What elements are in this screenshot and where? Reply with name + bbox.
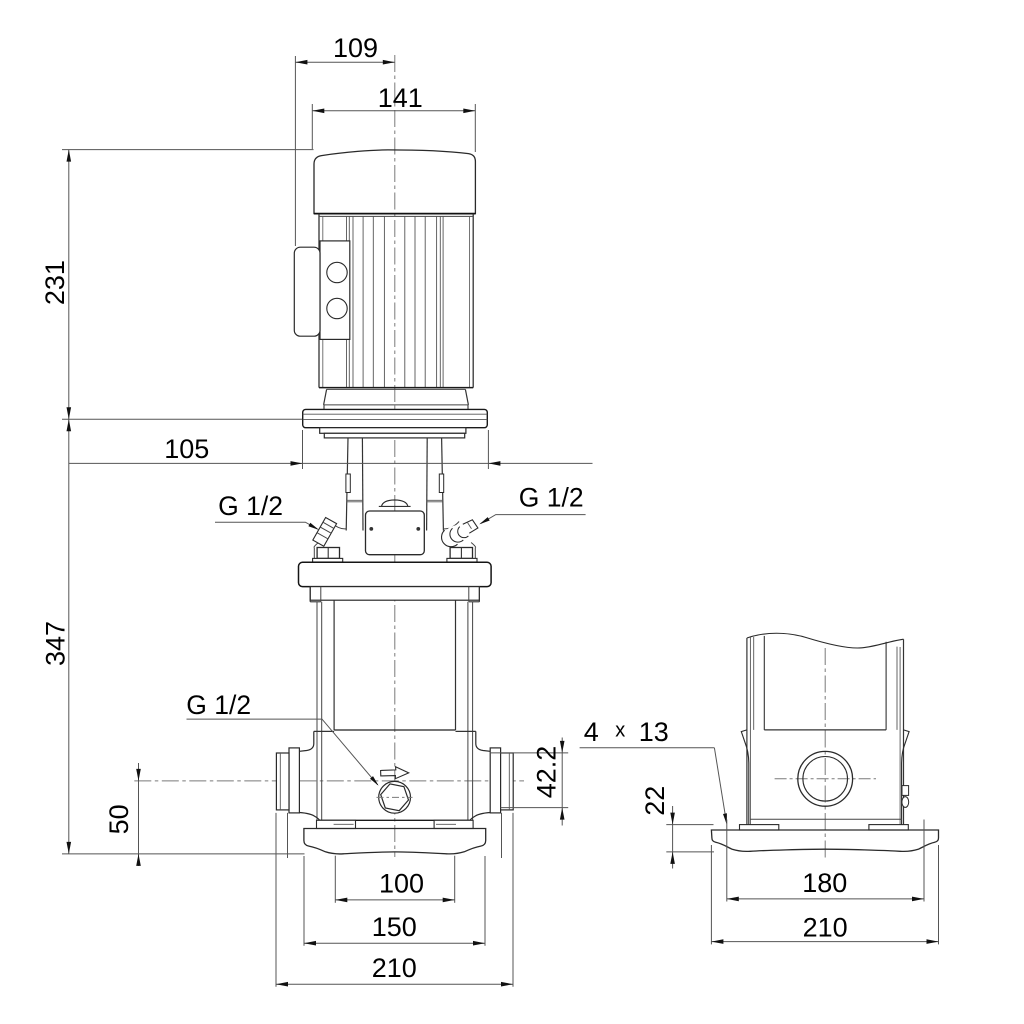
svg-text:G 1/2: G 1/2 xyxy=(519,482,584,512)
svg-text:180: 180 xyxy=(802,868,847,898)
svg-text:G 1/2: G 1/2 xyxy=(218,491,283,521)
svg-text:50: 50 xyxy=(104,804,134,834)
svg-text:22: 22 xyxy=(640,786,670,816)
svg-text:G 1/2: G 1/2 xyxy=(186,690,251,720)
svg-text:210: 210 xyxy=(372,953,417,983)
svg-text:109: 109 xyxy=(333,33,378,63)
svg-text:x: x xyxy=(615,720,625,742)
svg-text:210: 210 xyxy=(803,913,848,943)
svg-text:4: 4 xyxy=(584,717,599,747)
svg-text:141: 141 xyxy=(378,83,423,113)
svg-text:100: 100 xyxy=(379,869,424,899)
svg-text:13: 13 xyxy=(639,717,669,747)
svg-text:105: 105 xyxy=(164,434,209,464)
svg-text:347: 347 xyxy=(41,621,71,666)
svg-text:150: 150 xyxy=(372,912,417,942)
svg-text:231: 231 xyxy=(40,260,70,305)
svg-text:42.2: 42.2 xyxy=(532,746,562,799)
